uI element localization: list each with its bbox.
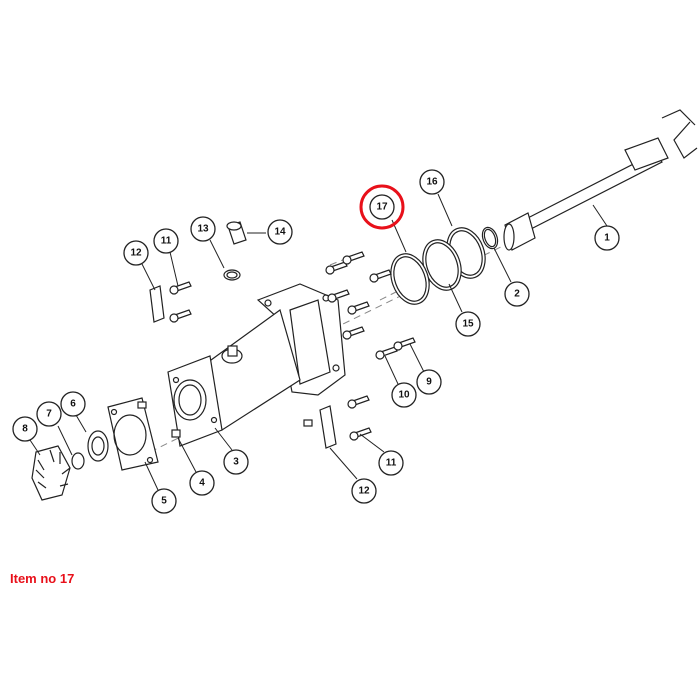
callout-part-3[interactable]: 3 [223,449,249,475]
callout-part-12-upper[interactable]: 12 [123,240,149,266]
gasket-plate-part [107,397,159,471]
callout-part-8[interactable]: 8 [12,416,38,442]
callout-label: 4 [199,478,205,489]
callout-label: 5 [161,496,167,507]
leader-lines [29,193,608,491]
callout-label: 1 [604,233,610,244]
callout-part-2[interactable]: 2 [504,281,530,307]
callout-label: 8 [22,424,28,435]
bearing-part [71,430,109,470]
seal-rings [390,226,499,305]
bolts [137,251,416,441]
callout-part-13[interactable]: 13 [190,216,216,242]
callout-part-11-lower[interactable]: 11 [378,450,404,476]
bevel-gear-part [31,445,71,501]
callout-part-9[interactable]: 9 [416,369,442,395]
highlight-ring [359,184,405,230]
callout-part-15[interactable]: 15 [455,311,481,337]
callout-part-10[interactable]: 10 [391,382,417,408]
callout-label: 10 [398,390,410,401]
callout-label: 9 [426,377,432,388]
callout-label: 17 [376,202,388,213]
plug-and-fitting [223,221,247,281]
callout-part-1[interactable]: 1 [594,225,620,251]
callout-label: 12 [358,486,370,497]
callout-label: 11 [161,236,172,247]
callout-label: 6 [70,399,76,410]
callout-label: 14 [274,227,286,238]
callout-label: 15 [462,319,474,330]
axle-housing-part [167,283,346,447]
callout-part-6[interactable]: 6 [60,391,86,417]
callout-label: 13 [197,224,209,235]
callout-label: 7 [46,409,52,420]
callout-label: 11 [386,458,397,469]
callout-label: 16 [426,177,438,188]
callout-label: 3 [233,457,239,468]
callout-label: 2 [514,289,520,300]
shaft-part [503,109,698,251]
callouts: 1 2 3 4 5 6 7 8 9 10 11 11 12 12 13 14 1… [12,169,620,514]
callout-part-7[interactable]: 7 [36,401,62,427]
callout-part-17[interactable]: 17 [369,194,395,220]
callout-part-16[interactable]: 16 [419,169,445,195]
item-caption: Item no 17 [10,571,75,586]
locking-tab-parts [149,285,337,449]
callout-part-5[interactable]: 5 [151,488,177,514]
callout-part-14[interactable]: 14 [267,219,293,245]
callout-part-11-upper[interactable]: 11 [153,228,179,254]
callout-part-4[interactable]: 4 [189,470,215,496]
callout-part-12-lower[interactable]: 12 [351,478,377,504]
callout-label: 12 [130,248,142,259]
